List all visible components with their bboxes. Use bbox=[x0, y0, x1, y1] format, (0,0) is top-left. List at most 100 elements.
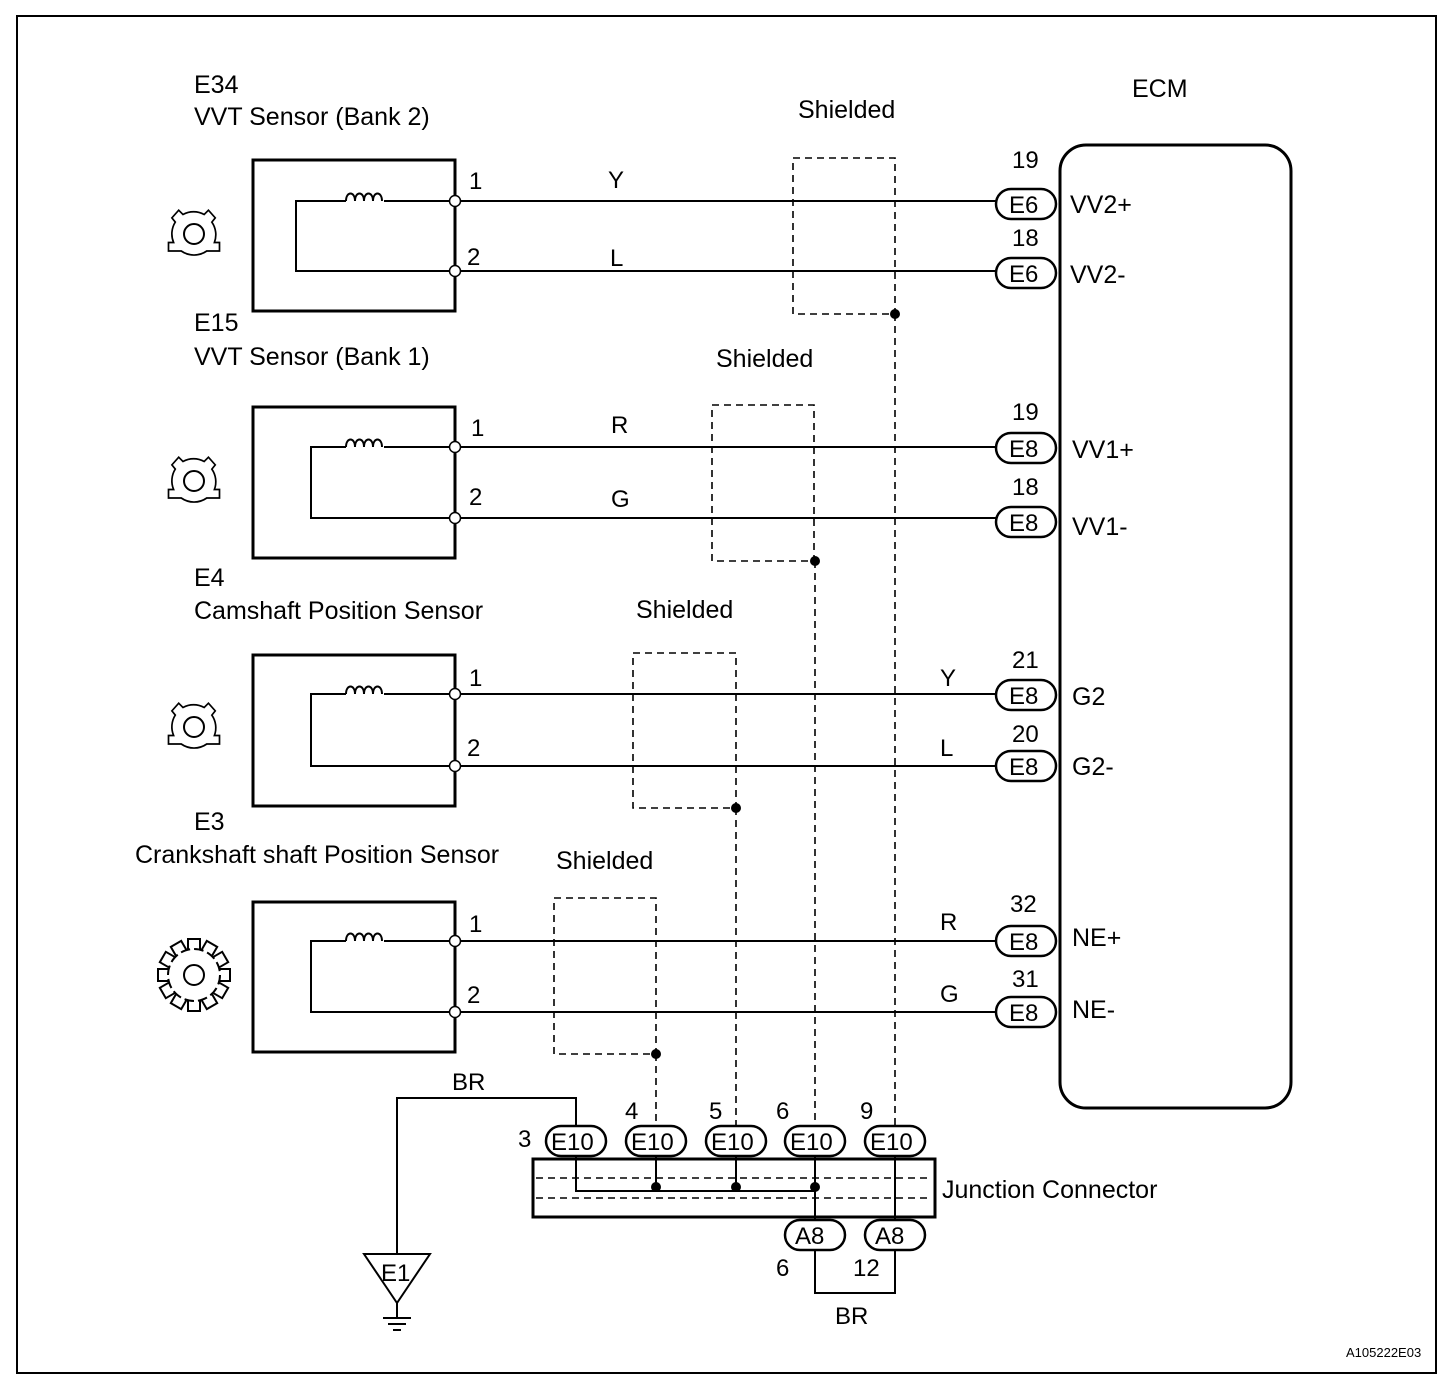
junction-output-pin-number: 6 bbox=[776, 1255, 789, 1282]
junction-pin-number: 9 bbox=[860, 1098, 873, 1125]
junction-pin-number: 5 bbox=[709, 1098, 722, 1125]
sensor-code: E15 bbox=[194, 309, 238, 337]
ecm-pin-minus: 18 bbox=[1012, 225, 1039, 252]
sensor-box bbox=[251, 653, 457, 808]
ecm-pin-plus: 21 bbox=[1012, 647, 1039, 674]
rotor-icon bbox=[167, 701, 221, 749]
terminal-1 bbox=[448, 440, 462, 454]
junction-output-wire-color: BR bbox=[835, 1303, 868, 1330]
wire-color-plus: R bbox=[611, 412, 628, 439]
junction-pin-5 bbox=[704, 1124, 768, 1158]
sensor-code: E4 bbox=[194, 564, 225, 592]
ecm-connector-plus bbox=[994, 431, 1058, 465]
pin-label-2: 2 bbox=[467, 735, 480, 762]
terminal-2 bbox=[448, 1005, 462, 1019]
pin-label-2: 2 bbox=[469, 484, 482, 511]
junction-pin-number: 6 bbox=[776, 1098, 789, 1125]
junction-output-wire bbox=[814, 1250, 896, 1294]
ecm-label: ECM bbox=[1132, 75, 1188, 103]
ecm-box bbox=[1058, 143, 1293, 1110]
shield-box bbox=[632, 652, 737, 809]
sensor-name: VVT Sensor (Bank 1) bbox=[194, 343, 430, 371]
ground-e1: BR E1 bbox=[362, 1069, 577, 1331]
ecm-pin-minus: 31 bbox=[1012, 966, 1039, 993]
ecm-connector-minus-label: E8 bbox=[1009, 1000, 1038, 1027]
sensor-name: Crankshaft shaft Position Sensor bbox=[135, 841, 499, 869]
pin-label-1: 1 bbox=[469, 168, 482, 195]
ecm-signal-minus: VV2- bbox=[1070, 261, 1126, 289]
junction-connector-label: E10 bbox=[631, 1129, 674, 1156]
wire-color-plus: Y bbox=[940, 665, 956, 692]
junction-box bbox=[531, 1157, 937, 1219]
shield-label: Shielded bbox=[798, 96, 895, 124]
junction-label: Junction Connector bbox=[942, 1176, 1157, 1204]
junction-connector: Junction Connector E10 3 E10 4 E10 5 E10… bbox=[518, 1098, 1157, 1330]
junction-output-connector-label: A8 bbox=[875, 1223, 904, 1250]
terminal-2 bbox=[448, 759, 462, 773]
ground-connector-label: E1 bbox=[381, 1260, 410, 1287]
rotor-icon bbox=[167, 208, 221, 256]
sensor-e34: E34 VVT Sensor (Bank 2) 1 2 Y L Shielded… bbox=[167, 71, 1132, 1127]
ecm-signal-minus: G2- bbox=[1072, 753, 1114, 781]
junction-pin-9 bbox=[863, 1124, 927, 1158]
ecm-connector-plus-label: E8 bbox=[1009, 436, 1038, 463]
ecm-pin-minus: 20 bbox=[1012, 721, 1039, 748]
ground-symbol-icon bbox=[383, 1317, 411, 1331]
ecm-connector-minus bbox=[994, 505, 1058, 539]
ecm-connector-minus-label: E8 bbox=[1009, 754, 1038, 781]
sensor-name: Camshaft Position Sensor bbox=[194, 597, 483, 625]
shield-box bbox=[792, 157, 896, 315]
shield-label: Shielded bbox=[716, 345, 813, 373]
junction-connector-label: E10 bbox=[711, 1129, 754, 1156]
rotor-icon bbox=[167, 455, 221, 503]
ecm-connector-minus bbox=[994, 995, 1058, 1029]
shield-label: Shielded bbox=[636, 596, 733, 624]
ecm-connector-plus-label: E8 bbox=[1009, 929, 1038, 956]
gear-icon bbox=[157, 938, 231, 1012]
junction-pin-6 bbox=[783, 1124, 847, 1158]
pin-label-2: 2 bbox=[467, 982, 480, 1009]
junction-connector-label: E10 bbox=[870, 1129, 913, 1156]
ecm-connector-minus bbox=[994, 256, 1058, 290]
sensor-name: VVT Sensor (Bank 2) bbox=[194, 103, 430, 131]
terminal-1 bbox=[448, 194, 462, 208]
ecm-block: ECM bbox=[1058, 75, 1293, 1110]
terminal-2 bbox=[448, 264, 462, 278]
sensor-code: E3 bbox=[194, 808, 225, 836]
ecm-connector-minus-label: E6 bbox=[1009, 261, 1038, 288]
ecm-signal-plus: G2 bbox=[1072, 683, 1105, 711]
coil-icon bbox=[345, 192, 383, 202]
figure-id: A105222E03 bbox=[1346, 1345, 1421, 1360]
wire-color-minus: G bbox=[611, 486, 630, 513]
junction-output-pin-number: 12 bbox=[853, 1255, 880, 1282]
ecm-pin-minus: 18 bbox=[1012, 474, 1039, 501]
wire-color-minus: G bbox=[940, 981, 959, 1008]
pin-label-1: 1 bbox=[469, 911, 482, 938]
shield-box bbox=[553, 897, 657, 1055]
ground-connector-icon bbox=[362, 1253, 432, 1305]
sensor-box bbox=[251, 158, 457, 313]
coil-icon bbox=[345, 685, 383, 695]
terminal-1 bbox=[448, 687, 462, 701]
ecm-connector-minus bbox=[994, 749, 1058, 783]
ground-wire-color: BR bbox=[452, 1069, 485, 1096]
sensor-e3: E3 Crankshaft shaft Position Sensor bbox=[135, 808, 1121, 1127]
ecm-connector-plus bbox=[994, 678, 1058, 712]
ecm-pin-plus: 32 bbox=[1010, 891, 1037, 918]
junction-output-connector-label: A8 bbox=[795, 1223, 824, 1250]
ecm-signal-plus: VV1+ bbox=[1072, 436, 1134, 464]
junction-connector-label: E10 bbox=[551, 1129, 594, 1156]
ecm-connector-plus-label: E8 bbox=[1009, 683, 1038, 710]
junction-connector-label: E10 bbox=[790, 1129, 833, 1156]
ecm-connector-plus-label: E6 bbox=[1009, 192, 1038, 219]
sensor-box bbox=[251, 900, 457, 1054]
pin-label-2: 2 bbox=[467, 244, 480, 271]
coil-icon bbox=[345, 932, 383, 942]
junction-pin-number: 4 bbox=[625, 1098, 638, 1125]
sensor-e4: E4 Camshaft Position Sensor 1 2 Y L Shie… bbox=[167, 564, 1114, 1127]
terminal-1 bbox=[448, 934, 462, 948]
sensor-box bbox=[251, 405, 457, 560]
ecm-connector-plus bbox=[994, 924, 1058, 958]
sensor-e15: E15 VVT Sensor (Bank 1) 1 2 R G Shielded… bbox=[167, 309, 1134, 1127]
